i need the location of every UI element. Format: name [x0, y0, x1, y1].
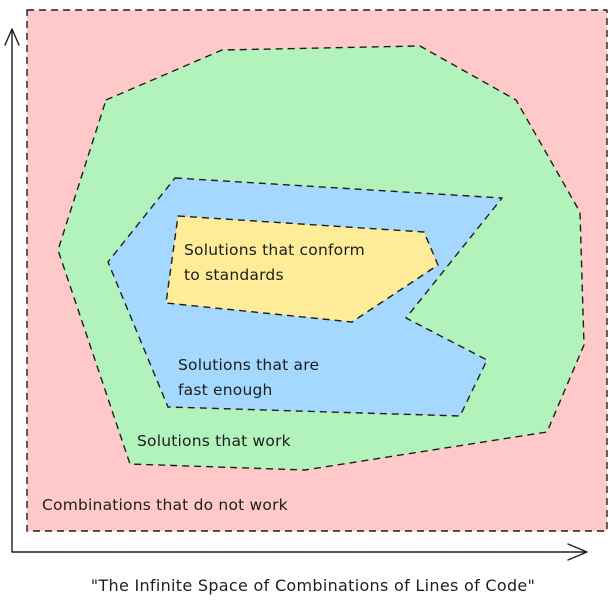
label-work: Solutions that work — [137, 432, 291, 450]
region-conform-to-standards — [165, 215, 439, 323]
diagram-caption: "The Infinite Space of Combinations of L… — [91, 576, 535, 595]
label-standards-line1: Solutions that conform — [184, 241, 365, 259]
x-axis-arrow-icon — [567, 543, 588, 561]
label-standards-line2: to standards — [184, 266, 284, 284]
y-axis-arrow-icon — [4, 28, 20, 46]
label-do-not-work: Combinations that do not work — [42, 496, 288, 514]
label-fast-line1: Solutions that are — [178, 356, 319, 374]
label-fast-line2: fast enough — [178, 381, 273, 399]
